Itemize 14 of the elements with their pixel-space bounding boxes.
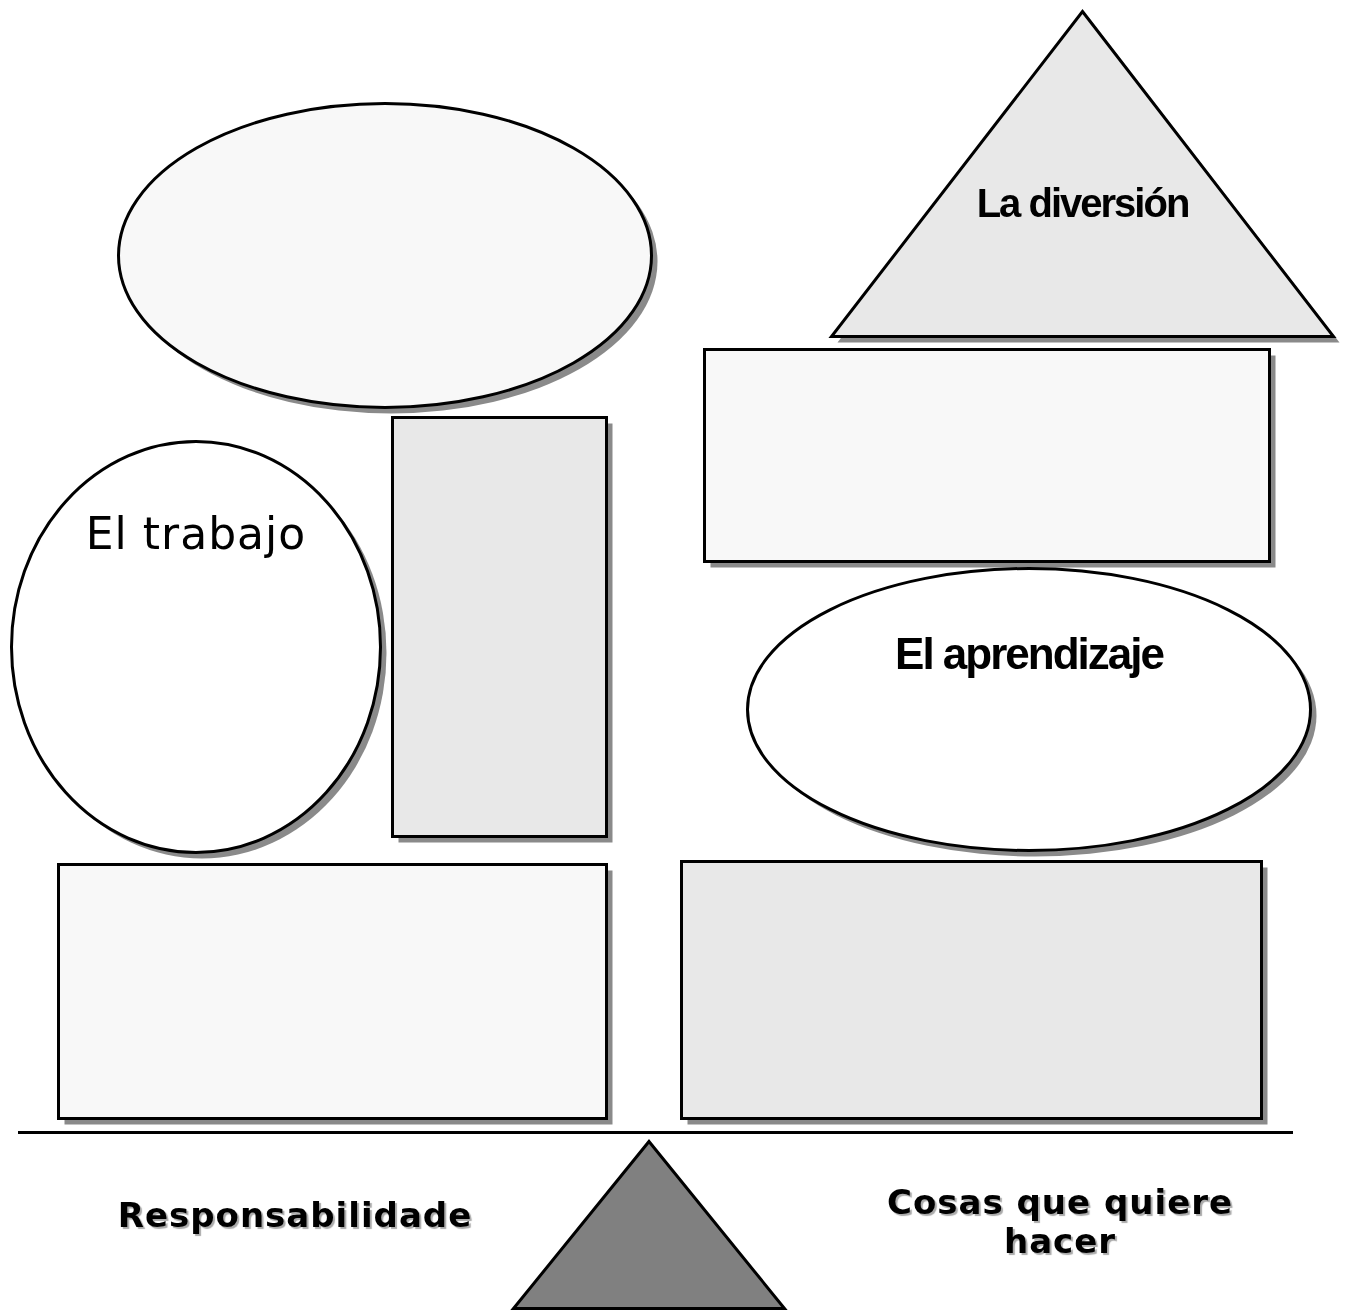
rectangle-shape xyxy=(703,348,1277,569)
rectangle-shape xyxy=(391,416,614,844)
shape-label: El aprendizaje xyxy=(894,629,1165,679)
shape-label: El trabajo xyxy=(84,510,308,559)
oval-shape xyxy=(10,440,388,860)
side-label: Responsabilidade xyxy=(116,1196,474,1236)
triangle-shape xyxy=(830,10,1341,344)
oval-shape xyxy=(117,102,659,415)
rectangle-shape xyxy=(680,860,1269,1126)
oval-shape xyxy=(746,567,1318,858)
shape-label: La diversión xyxy=(975,180,1190,225)
side-label: Cosas que quiere hacer xyxy=(885,1183,1235,1262)
rectangle-shape xyxy=(57,863,614,1126)
triangle-shape xyxy=(512,1140,786,1310)
